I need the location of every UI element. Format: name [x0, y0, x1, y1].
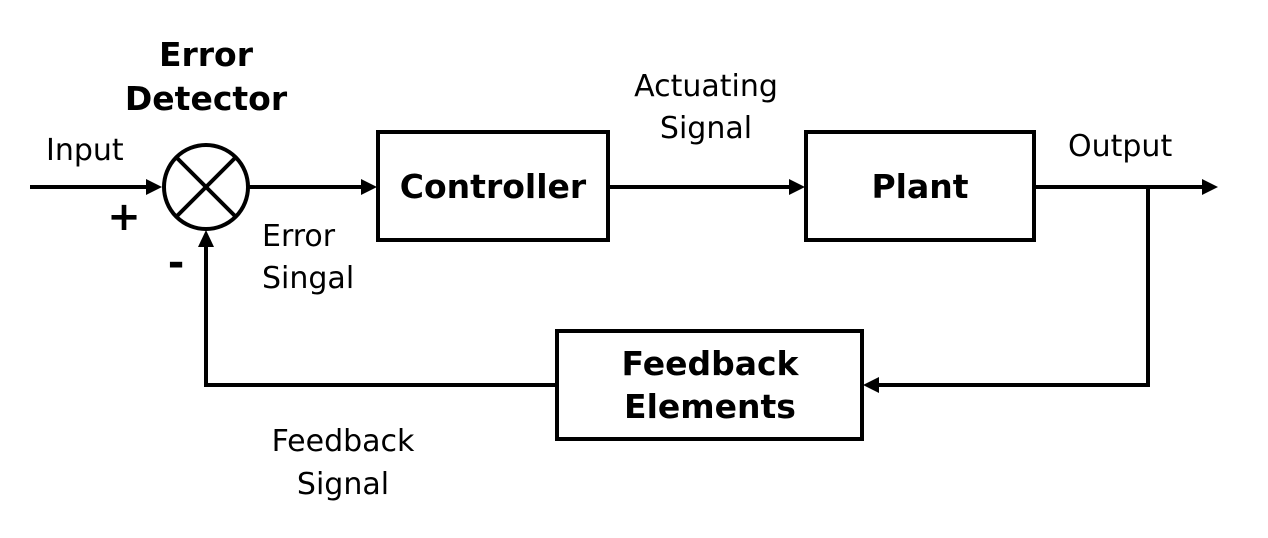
feedback-signal-label-line2: Signal	[297, 467, 389, 502]
input-label: Input	[46, 133, 124, 168]
plant-label: Plant	[871, 167, 968, 206]
feedback-signal-label-line1: Feedback	[272, 424, 415, 459]
feedback-signal-arrowhead	[198, 230, 214, 247]
error-signal-label-line1: Error	[262, 219, 336, 254]
feedback-path-wire	[878, 187, 1150, 387]
input-arrowhead	[146, 179, 162, 195]
feedback-elements-block	[555, 329, 864, 441]
actuating-signal-label-line2: Signal	[660, 111, 752, 146]
output-label: Output	[1068, 129, 1172, 164]
feedback-elements-label-line2: Elements	[624, 387, 796, 426]
plus-sign: +	[107, 194, 141, 240]
plant-block	[804, 130, 1036, 242]
feedback-path-arrowhead	[863, 377, 879, 393]
feedback-elements-label-line1: Feedback	[622, 344, 800, 383]
error-detector-summing-junction	[162, 143, 250, 231]
controller-label: Controller	[400, 167, 587, 206]
actuating-signal-label-line1: Actuating	[634, 69, 778, 104]
controller-block	[376, 130, 610, 242]
actuating-signal-arrowhead	[789, 179, 805, 195]
output-arrowhead	[1202, 179, 1218, 195]
error-detector-title-line1: Error	[159, 35, 254, 74]
error-signal-label-line2: Singal	[262, 261, 354, 296]
feedback-signal-wire	[204, 246, 557, 387]
minus-sign: -	[168, 240, 185, 286]
error-signal-arrowhead	[361, 179, 377, 195]
error-detector-title-line2: Detector	[125, 79, 288, 118]
